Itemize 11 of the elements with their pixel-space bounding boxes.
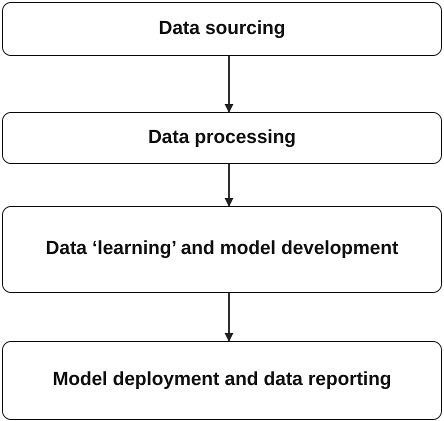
process-box [2, 112, 442, 164]
box-label: Data ‘learning’ and model development [44, 238, 400, 261]
process-box [2, 341, 442, 420]
arrow [224, 293, 234, 342]
box-label: Data sourcing [158, 18, 286, 40]
process-box [2, 2, 442, 56]
process-box [2, 206, 442, 293]
arrow [224, 56, 234, 113]
arrow [224, 164, 234, 207]
box-label: Model deployment and data reporting [52, 369, 392, 392]
box-label: Data processing [147, 126, 297, 150]
